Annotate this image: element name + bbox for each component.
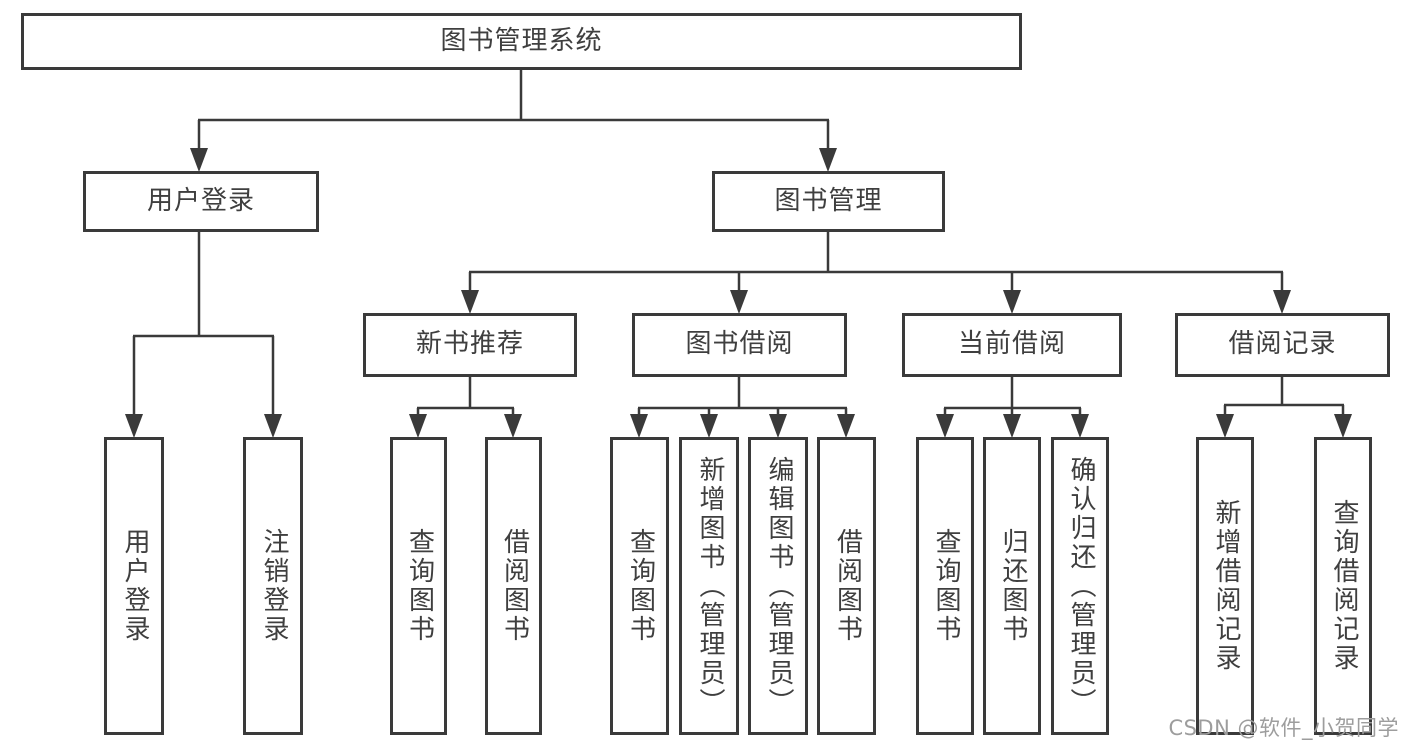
leaf-logout: 注销登录 xyxy=(243,437,303,735)
leaf-borrowing-query-book-label: 查询图书 xyxy=(625,528,656,644)
leaf-records-add-record: 新增借阅记录 xyxy=(1196,437,1254,735)
leaf-user-login-label: 用户登录 xyxy=(119,528,150,644)
node-current-borrowing-label: 当前借阅 xyxy=(957,329,1066,360)
node-book-management: 图书管理 xyxy=(712,171,945,232)
leaf-recommend-borrow-book: 借阅图书 xyxy=(485,437,542,735)
edge-recommend-to-children xyxy=(409,376,522,438)
arrowhead-icon xyxy=(630,414,648,438)
arrowhead-icon xyxy=(1003,290,1021,314)
leaf-recommend-query-book: 查询图书 xyxy=(390,437,447,735)
leaf-borrowing-query-book: 查询图书 xyxy=(610,437,669,735)
edge-book-management-to-level3 xyxy=(461,232,1291,314)
leaf-records-query-record-label: 查询借阅记录 xyxy=(1328,499,1359,673)
edge-user-login-to-children xyxy=(125,232,282,438)
arrowhead-icon xyxy=(1273,290,1291,314)
leaf-borrowing-add-book-admin: 新增图书（管理员） xyxy=(679,437,739,735)
edge-current-to-children xyxy=(936,376,1089,438)
leaf-borrowing-edit-book-admin-label: 编辑图书（管理员） xyxy=(763,455,794,717)
leaf-current-query-book: 查询图书 xyxy=(916,437,974,735)
arrowhead-icon xyxy=(409,414,427,438)
arrowhead-icon xyxy=(936,414,954,438)
arrowhead-icon xyxy=(461,290,479,314)
arrowhead-icon xyxy=(730,290,748,314)
edge-records-to-children xyxy=(1216,376,1352,438)
node-current-borrowing: 当前借阅 xyxy=(902,313,1122,377)
node-library-system-label: 图书管理系统 xyxy=(440,25,603,56)
node-new-book-recommendation-label: 新书推荐 xyxy=(415,329,524,360)
arrowhead-icon xyxy=(504,414,522,438)
leaf-borrowing-borrow-book: 借阅图书 xyxy=(817,437,876,735)
leaf-current-confirm-return-admin: 确认归还（管理员） xyxy=(1051,437,1109,735)
leaf-current-query-book-label: 查询图书 xyxy=(930,528,961,644)
leaf-current-return-book-label: 归还图书 xyxy=(997,528,1028,644)
arrowhead-icon xyxy=(1334,414,1352,438)
arrowhead-icon xyxy=(769,414,787,438)
arrowhead-icon xyxy=(1071,414,1089,438)
leaf-recommend-query-book-label: 查询图书 xyxy=(404,528,435,644)
leaf-user-login: 用户登录 xyxy=(104,437,164,735)
node-borrowing-records-label: 借阅记录 xyxy=(1228,329,1337,360)
arrowhead-icon xyxy=(819,148,837,172)
edge-borrowing-to-children xyxy=(630,376,855,438)
watermark-text: CSDN @软件_小贺同学 xyxy=(1168,716,1399,740)
arrowhead-icon xyxy=(125,414,143,438)
arrowhead-icon xyxy=(1003,414,1021,438)
node-book-borrowing-label: 图书借阅 xyxy=(685,329,794,360)
node-borrowing-records: 借阅记录 xyxy=(1175,313,1390,377)
leaf-records-add-record-label: 新增借阅记录 xyxy=(1210,499,1241,673)
node-new-book-recommendation: 新书推荐 xyxy=(363,313,577,377)
arrowhead-icon xyxy=(837,414,855,438)
leaf-records-query-record: 查询借阅记录 xyxy=(1314,437,1372,735)
arrowhead-icon xyxy=(264,414,282,438)
arrowhead-icon xyxy=(1216,414,1234,438)
node-book-management-label: 图书管理 xyxy=(774,185,883,216)
leaf-current-return-book: 归还图书 xyxy=(983,437,1041,735)
leaf-recommend-borrow-book-label: 借阅图书 xyxy=(499,528,530,644)
edge-root-to-level2 xyxy=(190,70,837,172)
leaf-borrowing-add-book-admin-label: 新增图书（管理员） xyxy=(694,455,725,717)
leaf-current-confirm-return-admin-label: 确认归还（管理员） xyxy=(1065,455,1096,717)
arrowhead-icon xyxy=(190,148,208,172)
leaf-borrowing-edit-book-admin: 编辑图书（管理员） xyxy=(748,437,808,735)
node-user-login: 用户登录 xyxy=(83,171,319,232)
leaf-borrowing-borrow-book-label: 借阅图书 xyxy=(832,528,863,644)
node-user-login-label: 用户登录 xyxy=(146,185,255,216)
node-library-system: 图书管理系统 xyxy=(21,13,1022,70)
arrowhead-icon xyxy=(700,414,718,438)
node-book-borrowing: 图书借阅 xyxy=(632,313,847,377)
leaf-logout-label: 注销登录 xyxy=(258,528,289,644)
